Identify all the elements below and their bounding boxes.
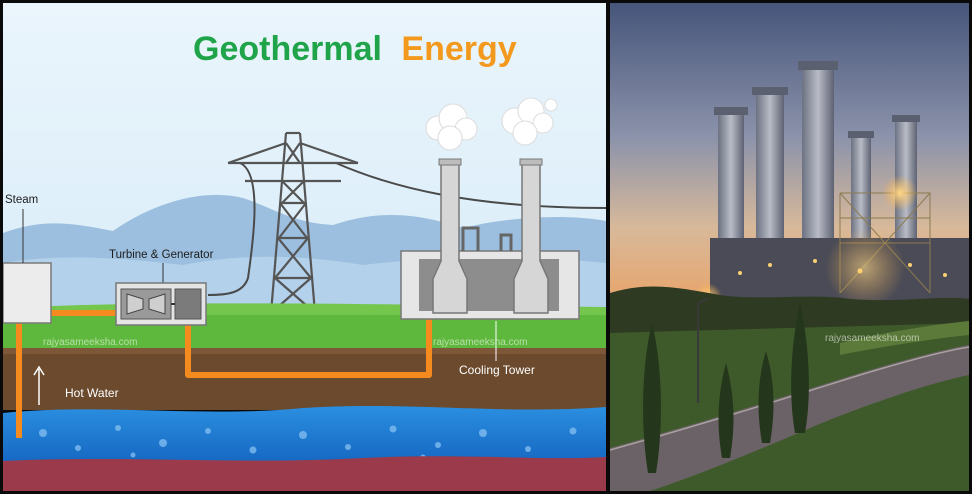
watermark-left: rajyasameeksha.com	[43, 337, 137, 348]
wellhead-box	[3, 263, 51, 323]
diagram-title: Geothermal Energy	[193, 30, 517, 68]
geothermal-diagram: Geothermal Energy	[3, 3, 606, 491]
power-plant-scene: rajyasameeksha.com	[610, 3, 969, 491]
turbine-generator	[116, 283, 206, 325]
watermark-center: rajyasameeksha.com	[433, 337, 527, 348]
geothermal-diagram-panel: Geothermal Energy	[3, 3, 606, 491]
label-hot-water: Hot Water	[65, 386, 119, 400]
soil-layer	[3, 348, 606, 410]
power-plant-photo: rajyasameeksha.com	[610, 3, 969, 491]
watermark-photo: rajyasameeksha.com	[825, 333, 919, 344]
title-energy: Energy	[401, 30, 516, 68]
label-cooling-tower: Cooling Tower	[459, 363, 535, 377]
label-steam: Steam	[5, 194, 38, 206]
hot-rock-layer	[3, 456, 606, 491]
label-turbine: Turbine & Generator	[109, 249, 214, 261]
title-geothermal: Geothermal	[193, 30, 382, 68]
